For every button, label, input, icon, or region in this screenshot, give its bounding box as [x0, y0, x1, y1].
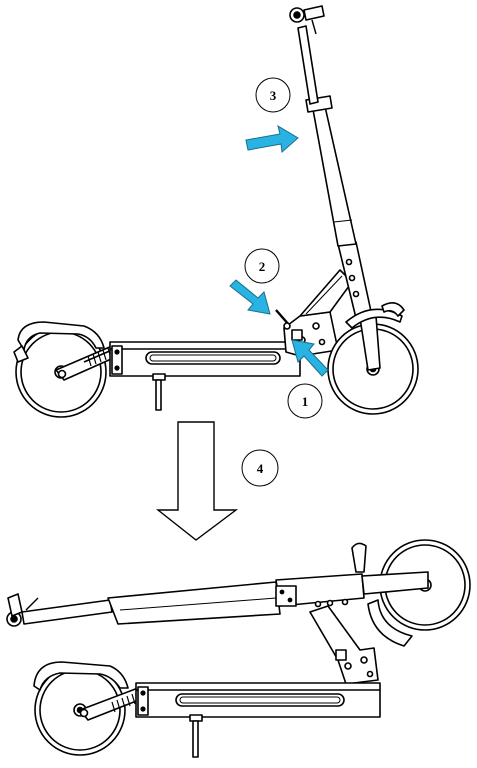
step-marker-4: 4	[241, 449, 279, 487]
steering-stem-folded	[21, 571, 429, 625]
scooter-folded-illustration	[6, 539, 471, 758]
rear-fender-folded	[33, 661, 129, 691]
kickstand-folded	[189, 714, 203, 758]
front-fender-upright	[345, 308, 403, 329]
step-number-4: 4	[257, 461, 264, 476]
step-number-2: 2	[259, 259, 266, 274]
steering-stem-upright	[297, 25, 357, 247]
front-fender-folded	[367, 599, 413, 647]
handlebar-upright	[289, 5, 325, 35]
step-number-3: 3	[270, 88, 277, 103]
step-3-arrow-icon	[245, 124, 299, 153]
deck-upright	[109, 341, 301, 377]
folding-hinge-folded	[309, 605, 379, 685]
deck-folded	[135, 682, 381, 718]
step-arrow-icon	[229, 124, 329, 377]
step-2-arrow-icon	[229, 279, 271, 315]
scooter-upright-illustration	[13, 5, 419, 418]
handlebar-folded	[6, 593, 39, 627]
step-number-1: 1	[302, 394, 309, 409]
step-markers: 3 2 1 4	[241, 77, 323, 487]
rear-fender-upright	[17, 321, 105, 351]
kickstand-upright	[152, 373, 166, 411]
step-marker-1: 1	[287, 383, 323, 419]
step-marker-3: 3	[255, 77, 291, 113]
step-1-arrow-icon	[291, 339, 329, 377]
step-marker-2: 2	[244, 248, 280, 284]
fold-down-arrow-icon	[155, 421, 239, 541]
